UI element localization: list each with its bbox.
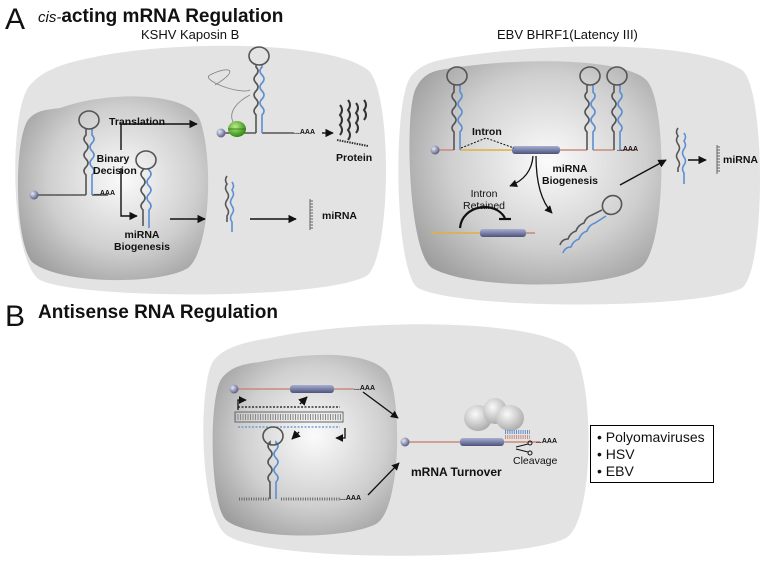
kshv-mirna-label: miRNA xyxy=(322,210,358,222)
kshv-cytoplasm-polya: ...AAA xyxy=(294,129,315,136)
cleavage-label: Cleavage xyxy=(513,455,558,467)
mrna-turnover-label: mRNA Turnover xyxy=(411,465,502,479)
binary-decision-line-2: Decision xyxy=(93,165,137,178)
ebv-polya: ...AAA xyxy=(617,146,638,153)
risc-complex-icon xyxy=(464,398,530,439)
panel-b-title: Antisense RNA Regulation xyxy=(38,302,278,323)
antisense-export-arrow xyxy=(367,462,400,496)
ebv-biogenesis-line-1: miRNA xyxy=(552,163,588,175)
antisense-promoter-arrow xyxy=(335,428,346,442)
mature-mirna-icon xyxy=(309,199,313,230)
kshv-biogenesis-line-2: Biogenesis xyxy=(113,241,171,254)
ebv-subtitle: EBV BHRF1(Latency III) xyxy=(497,27,638,42)
5-prime-cap-icon xyxy=(400,437,410,447)
legend-item-label: HSV xyxy=(605,445,635,462)
sense-transcription-arrow xyxy=(298,396,308,406)
legend-item: • EBV xyxy=(597,462,634,479)
binary-decision-line-1: Binary xyxy=(96,153,130,165)
translation-arrow xyxy=(120,119,198,150)
exon-tube xyxy=(512,146,560,154)
5-prime-cap-icon xyxy=(229,384,239,394)
ebv-biogenesis-line-2: Biogenesis xyxy=(541,175,599,188)
intron-retained-transcript xyxy=(431,206,535,237)
antisense-hairpin-transcript xyxy=(239,426,340,501)
biogenesis-arrow xyxy=(120,168,138,221)
kshv-biogenesis-line-1: miRNA xyxy=(124,229,160,241)
5-prime-cap-icon xyxy=(216,128,226,138)
legend-item: • HSV xyxy=(597,445,635,462)
kshv-subtitle: KSHV Kaposin B xyxy=(141,27,240,42)
ebv-mirna-label: miRNA xyxy=(723,154,759,166)
kshv-nucleus xyxy=(17,96,209,281)
panel-a-letter: A xyxy=(5,3,26,36)
cytoplasm-target-mrna xyxy=(407,438,540,446)
ebv-mirna-duplex xyxy=(675,127,687,184)
legend-item-label: Polyomaviruses xyxy=(605,429,705,445)
ebv-primary-transcript xyxy=(437,66,636,151)
sense-transcript xyxy=(237,385,354,393)
antisense-transcription-arrow xyxy=(291,430,301,440)
legend-item: • Polyomaviruses xyxy=(597,429,705,445)
ebv-export-arrow xyxy=(619,159,667,186)
cytoplasm-polya: ...AAA xyxy=(536,438,557,445)
kshv-nuclear-transcript xyxy=(36,110,108,196)
sense-export-arrow xyxy=(362,391,399,419)
ribosome-icon xyxy=(228,121,246,137)
scissors-icon xyxy=(515,440,533,456)
kshv-mirna-duplex xyxy=(224,175,235,232)
kshv-nuclear-polya: ...AAA xyxy=(94,190,115,197)
intron-splice-lines xyxy=(460,137,515,149)
panel-a-title-rest: acting mRNA Regulation xyxy=(61,6,284,27)
ebv-mature-mirna-icon xyxy=(716,145,720,174)
sense-polya: ...AAA xyxy=(354,385,375,392)
antisense-nucleus xyxy=(212,354,398,536)
ebv-pre-mirna xyxy=(559,194,623,254)
kshv-pre-mirna xyxy=(135,150,157,228)
intron-label: Intron xyxy=(472,126,502,138)
intron-retained-line-1: Intron xyxy=(470,188,498,200)
legend-item-label: EBV xyxy=(605,462,634,479)
intron-retained-arrow xyxy=(509,155,534,188)
ebv-biogenesis-arrow xyxy=(535,155,553,214)
translation-label: Translation xyxy=(109,116,166,128)
5-prime-cap-icon xyxy=(29,190,39,200)
5-prime-cap-icon xyxy=(430,145,440,155)
intron-retained-line-2: Retained xyxy=(462,200,506,213)
antisense-polya: ...AAA xyxy=(340,495,361,502)
protein-icon xyxy=(336,99,369,147)
panel-b-letter: B xyxy=(5,300,26,333)
dna-duplex xyxy=(234,406,344,428)
panel-a-title-italic: cis- xyxy=(38,9,62,26)
protein-label: Protein xyxy=(336,152,373,164)
virus-legend: • Polyomaviruses • HSV • EBV xyxy=(590,425,714,484)
ebv-nucleus xyxy=(409,61,662,285)
panel-a-title: cis-acting mRNA Regulation xyxy=(38,7,283,26)
